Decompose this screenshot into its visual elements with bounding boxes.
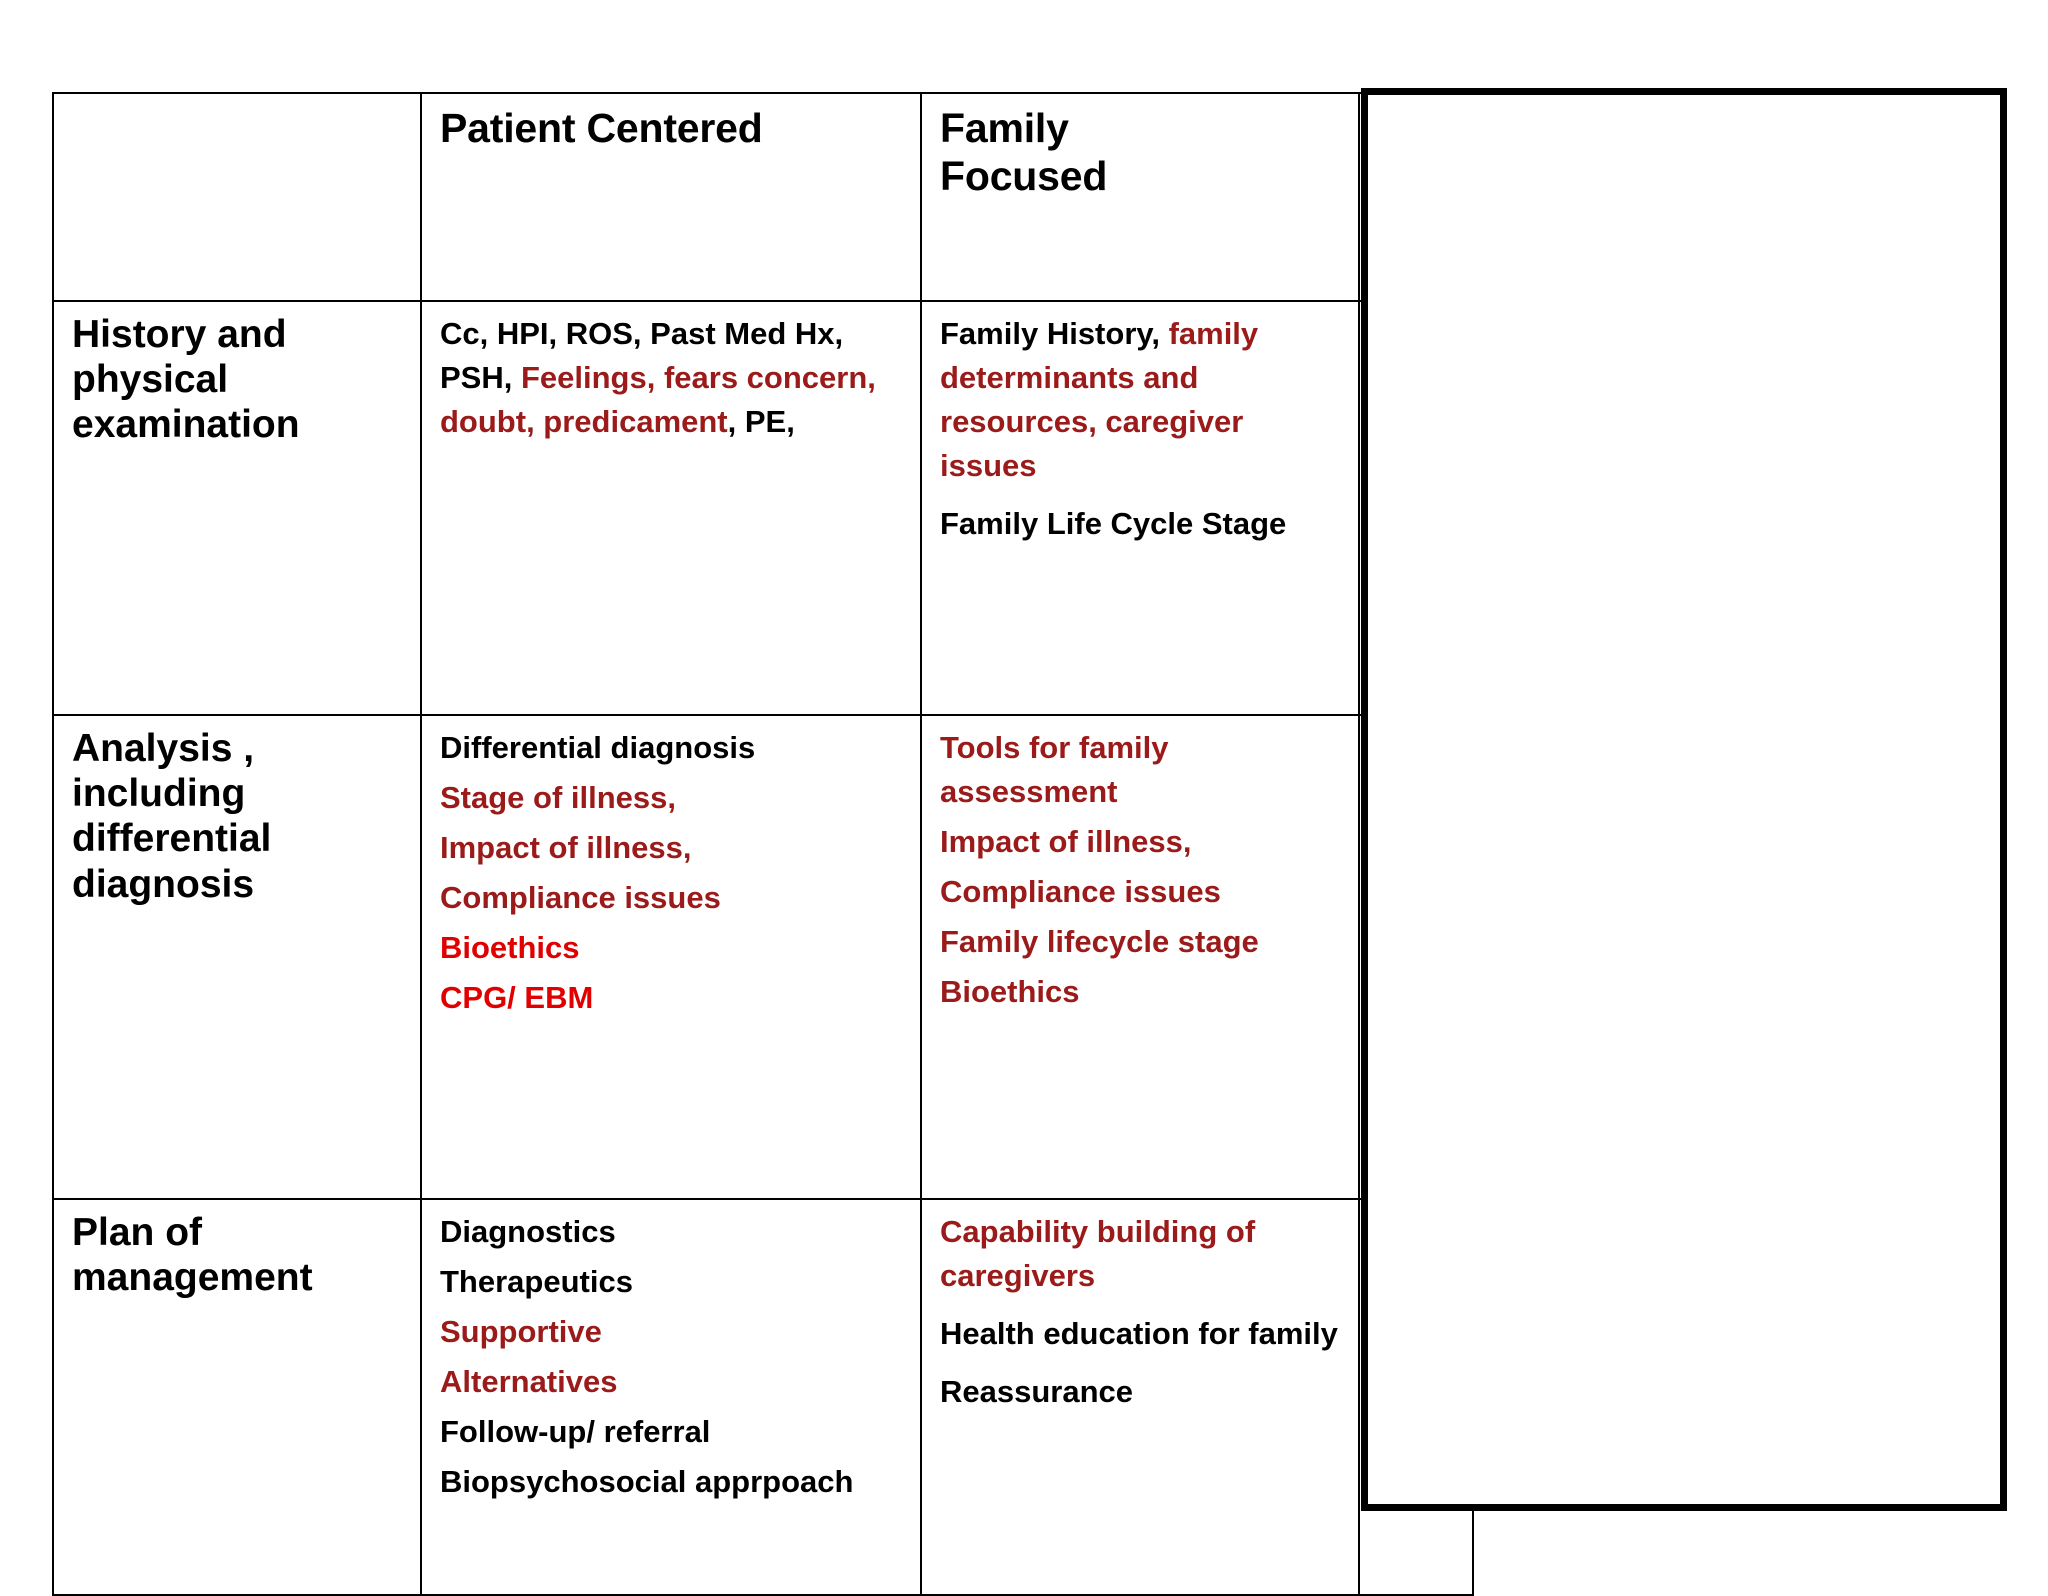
comparison-table: Patient Centered Family Focused History … xyxy=(52,92,1474,1596)
text-segment: Biopsychosocial apprpoach xyxy=(440,1464,854,1500)
cell-content: Differential diagnosis Stage of illness,… xyxy=(440,726,906,1020)
cell-line: Family Life Cycle Stage xyxy=(940,502,1344,546)
aspect-label: Analysis , including differential diagno… xyxy=(72,727,272,906)
text-segment: Therapeutics xyxy=(440,1264,633,1300)
header-cell-corner xyxy=(52,92,422,302)
cell-line: Cc, HPI, ROS, Past Med Hx, PSH, Feelings… xyxy=(440,312,906,444)
cell-line: Differential diagnosis xyxy=(440,726,906,770)
text-segment: Bioethics xyxy=(940,974,1080,1010)
cell-line: Biopsychosocial apprpoach xyxy=(440,1460,906,1504)
cell-line: Impact of illness, xyxy=(940,820,1344,864)
text-segment: Feelings, fears concern, doubt, predicam… xyxy=(440,360,876,440)
cell-line: Family History, family determinants and … xyxy=(940,312,1344,488)
header-cell-patient-centered: Patient Centered xyxy=(420,92,922,302)
text-segment: Health education for family xyxy=(940,1316,1338,1352)
family-header-line-1: Family xyxy=(940,105,1069,151)
text-segment: Tools for family assessment xyxy=(940,730,1169,810)
cell-plan-patient-centered: Diagnostics Therapeutics Supportive Alte… xyxy=(420,1198,922,1596)
text-segment: Alternatives xyxy=(440,1364,618,1400)
cell-line: Bioethics xyxy=(940,970,1344,1014)
text-segment: Compliance issues xyxy=(940,874,1221,910)
text-segment: Follow-up/ referral xyxy=(440,1414,711,1450)
table-row: Analysis , including differential diagno… xyxy=(52,714,1474,1200)
family-header-line-2: Focused xyxy=(940,153,1108,200)
cell-line: Capability building of caregivers xyxy=(940,1210,1344,1298)
header-cell-family-focused: Family Focused xyxy=(920,92,1360,302)
cell-content: Family History, family determinants and … xyxy=(940,312,1344,546)
cell-history-patient-centered: Cc, HPI, ROS, Past Med Hx, PSH, Feelings… xyxy=(420,300,922,716)
cell-line: Tools for family assessment xyxy=(940,726,1344,814)
cell-analysis-family-focused: Tools for family assessment Impact of il… xyxy=(920,714,1360,1200)
text-segment: Cc, HPI, ROS, Past Med Hx, PSH, xyxy=(440,316,844,396)
text-segment: Compliance issues xyxy=(440,880,721,916)
text-segment: CPG/ EBM xyxy=(440,980,594,1016)
cell-line: Reassurance xyxy=(940,1370,1344,1414)
cell-line: Stage of illness, xyxy=(440,776,906,820)
row-aspect-plan-of-management: Plan of management xyxy=(52,1198,422,1596)
cell-content: Cc, HPI, ROS, Past Med Hx, PSH, Feelings… xyxy=(440,312,906,444)
column-header-patient-centered: Patient Centered xyxy=(440,105,763,151)
cell-content: Capability building of caregivers Health… xyxy=(940,1210,1344,1414)
column-header-family-focused: Family Focused xyxy=(940,104,1190,201)
slide-canvas: Patient Centered Family Focused History … xyxy=(52,74,2007,1596)
text-segment: Stage of illness, xyxy=(440,780,677,816)
cell-line: Compliance issues xyxy=(440,876,906,920)
text-segment: Family lifecycle stage xyxy=(940,924,1259,960)
table-header-row: Patient Centered Family Focused xyxy=(52,92,1474,302)
cell-history-family-focused: Family History, family determinants and … xyxy=(920,300,1360,716)
cell-line: Family lifecycle stage xyxy=(940,920,1344,964)
table-row: Plan of management Diagnostics Therapeut… xyxy=(52,1198,1474,1596)
cell-line: Follow-up/ referral xyxy=(440,1410,906,1454)
text-segment: Reassurance xyxy=(940,1374,1134,1410)
text-segment: Diagnostics xyxy=(440,1214,616,1249)
cell-line: Impact of illness, xyxy=(440,826,906,870)
text-segment: Family Life Cycle Stage xyxy=(940,506,1287,542)
cell-content: Tools for family assessment Impact of il… xyxy=(940,726,1344,1014)
table-row: History and physical examination Cc, HPI… xyxy=(52,300,1474,716)
cell-line: CPG/ EBM xyxy=(440,976,906,1020)
cell-line: Compliance issues xyxy=(940,870,1344,914)
text-segment: Capability building of caregivers xyxy=(940,1214,1256,1294)
cell-line: Supportive xyxy=(440,1310,906,1354)
cell-analysis-patient-centered: Differential diagnosis Stage of illness,… xyxy=(420,714,922,1200)
blank-white-panel xyxy=(1361,88,2007,1511)
row-aspect-history-and-physical-examination: History and physical examination xyxy=(52,300,422,716)
aspect-label: History and physical examination xyxy=(72,313,300,447)
cell-line: Bioethics xyxy=(440,926,906,970)
text-segment: family determinants and resources, careg… xyxy=(940,316,1259,484)
text-segment: Impact of illness, xyxy=(940,824,1192,860)
cell-line: Health education for family xyxy=(940,1312,1344,1356)
aspect-label: Plan of management xyxy=(72,1211,313,1300)
cell-plan-family-focused: Capability building of caregivers Health… xyxy=(920,1198,1360,1596)
text-segment: Impact of illness, xyxy=(440,830,692,866)
text-segment: , PE, xyxy=(727,404,795,440)
cell-line: Alternatives xyxy=(440,1360,906,1404)
cell-line: Diagnostics xyxy=(440,1210,906,1254)
text-segment: Family History, xyxy=(940,316,1169,351)
cell-content: Diagnostics Therapeutics Supportive Alte… xyxy=(440,1210,906,1504)
clipped-text-fragment xyxy=(1300,74,1960,84)
row-aspect-analysis-including-differential-diagnosis: Analysis , including differential diagno… xyxy=(52,714,422,1200)
text-segment: Supportive xyxy=(440,1314,602,1350)
text-segment: Bioethics xyxy=(440,930,580,966)
text-segment: Differential diagnosis xyxy=(440,730,756,765)
cell-line: Therapeutics xyxy=(440,1260,906,1304)
